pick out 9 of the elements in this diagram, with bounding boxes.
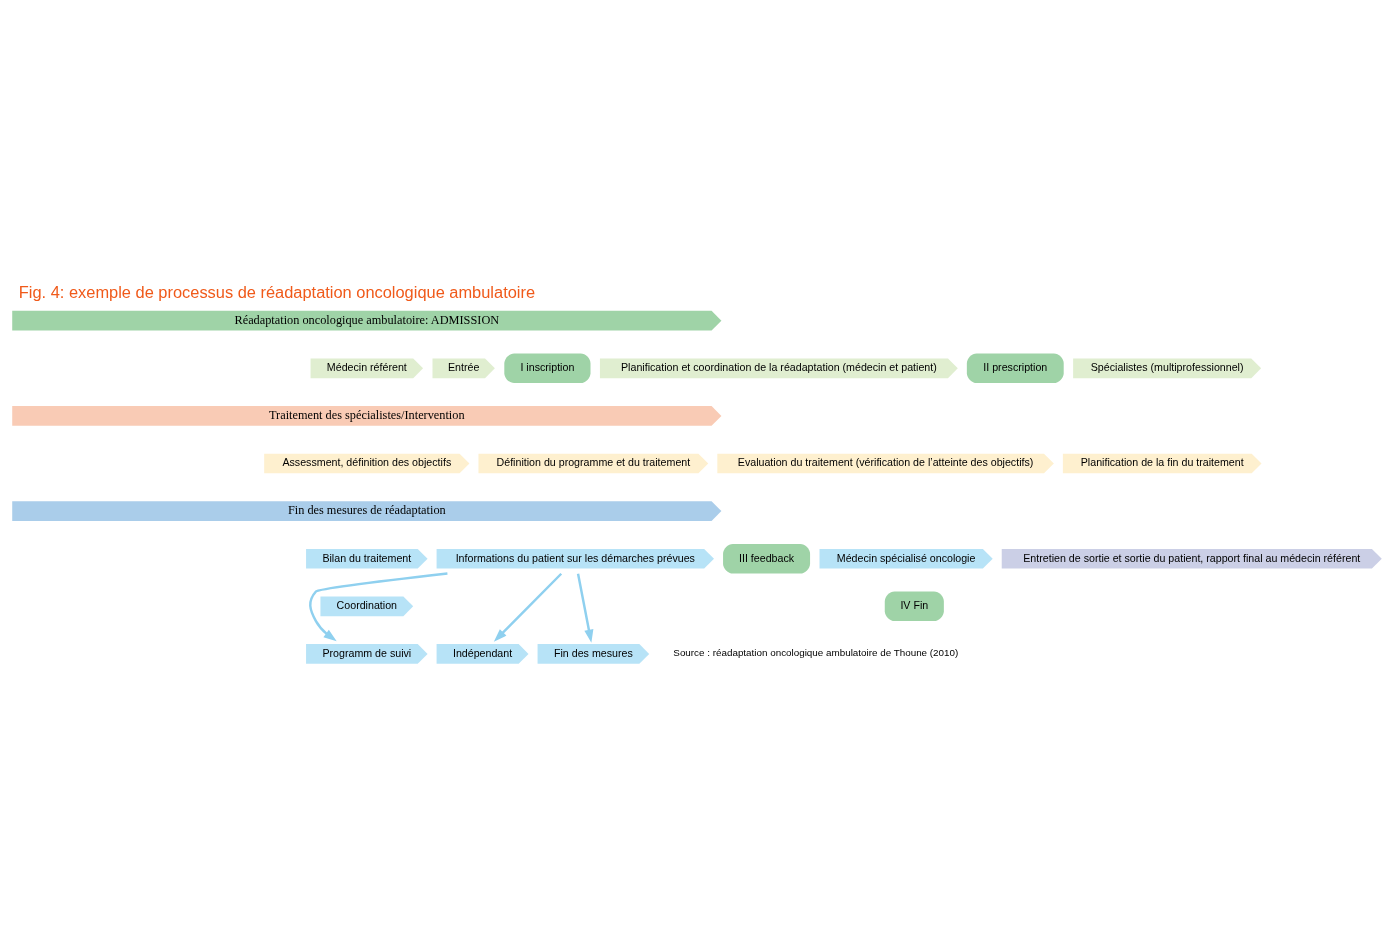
arrow xyxy=(309,572,448,642)
diagram-title: Fig. 4: exemple de processus de réadaptation oncologique ambulatoire xyxy=(18,282,536,301)
node-box: I inscription xyxy=(504,353,591,384)
node-box: III feedback xyxy=(723,543,811,574)
node-box: II prescription xyxy=(966,353,1064,384)
arrow xyxy=(576,573,594,643)
arrow xyxy=(493,572,563,642)
caption: Source : réadaptation oncologique ambulatoire de Thoune (2010) xyxy=(673,647,959,659)
node-box: IV Fin xyxy=(884,591,944,622)
